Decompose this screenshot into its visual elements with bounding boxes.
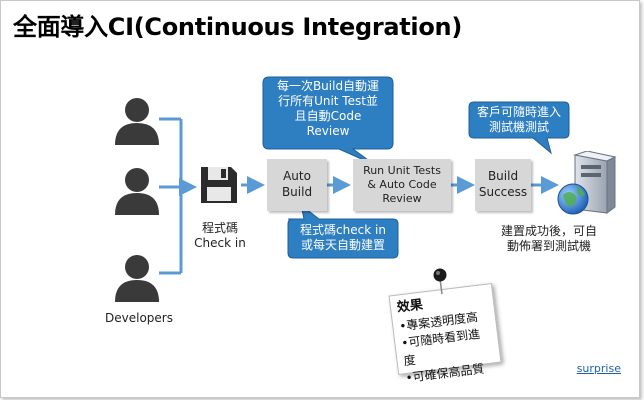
person-icon	[115, 98, 159, 145]
server-globe-icon	[557, 151, 617, 215]
callout-build-run	[262, 76, 394, 166]
callout-customer	[468, 101, 570, 155]
developers-label: Developers	[105, 311, 173, 325]
person-icon	[115, 168, 159, 215]
person-icon	[115, 255, 159, 302]
callout-checkin-trigger	[287, 203, 399, 259]
slide-title: 全面導入CI(Continuous Integration)	[13, 13, 463, 41]
floppy-disk-icon	[201, 167, 237, 203]
effect-note: 效果 •專案透明度高 •可隨時看到進度 •可確保高品質	[388, 282, 502, 385]
pushpin-icon	[433, 268, 447, 295]
deploy-label: 建置成功後，可自動佈署到測試機	[500, 224, 597, 253]
surprise-link[interactable]: surprise	[576, 362, 621, 375]
callout-customer-text: 客戶可隨時進入測試機測試	[476, 105, 561, 134]
